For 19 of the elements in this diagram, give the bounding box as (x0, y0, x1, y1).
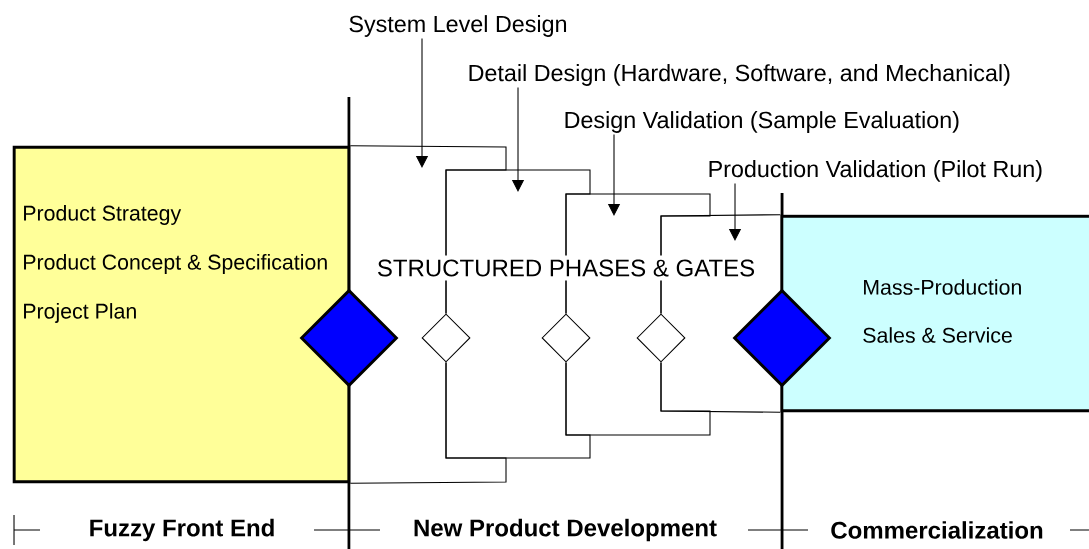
connector-line (445, 362, 591, 459)
connector-line (660, 214, 781, 314)
phase-label: Design Validation (Sample Evaluation) (565, 111, 959, 133)
connector-line (565, 193, 711, 314)
text-box: Product Strategy Product Concept & Specification Project Plan (12, 145, 351, 484)
phase-label: System Level Design (349, 15, 567, 37)
text-box: Mass-Production Sales & Service (780, 214, 1089, 413)
timeline-label: Commercialization (826, 517, 1048, 543)
timeline-label: New Product Development (409, 514, 722, 546)
phase-label: STRUCTURED PHASES & GATES (372, 255, 760, 281)
phase-label: Production Validation (Pilot Run) (709, 160, 1042, 182)
phase-label: Detail Design (Hardware, Software, and Mechanical) (469, 64, 1010, 86)
gate-diamond (636, 313, 686, 363)
gate-diamond (541, 313, 591, 363)
connector-line (660, 362, 781, 413)
timeline-label: Fuzzy Front End (84, 514, 280, 546)
connector-line (445, 169, 591, 314)
connector-line (565, 362, 711, 436)
gate-diamond (421, 313, 471, 363)
